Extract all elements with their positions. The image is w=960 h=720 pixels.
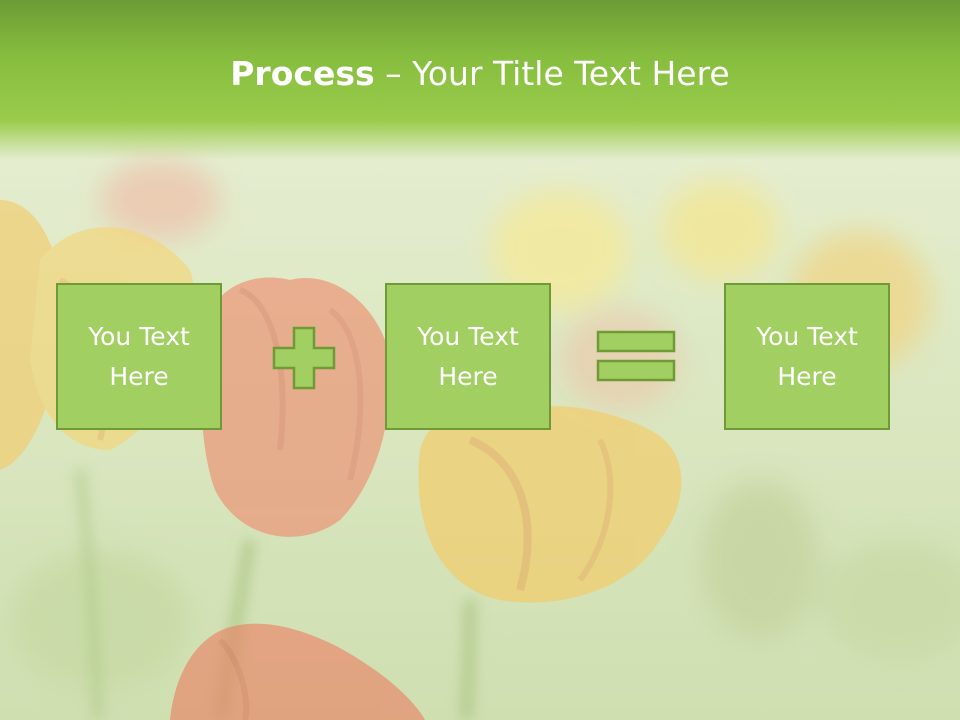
process-box-1[interactable]: You Text Here xyxy=(56,283,222,430)
box-text-line-1: You Text xyxy=(756,321,858,351)
box-text-line-2: Here xyxy=(777,361,837,391)
process-box-3[interactable]: You Text Here xyxy=(724,283,890,430)
box-text-line-1: You Text xyxy=(417,321,519,351)
title-bold-text: Process xyxy=(230,54,375,93)
title-bar xyxy=(0,0,960,160)
plus-icon xyxy=(272,326,336,390)
title-rest-text: – Your Title Text Here xyxy=(374,54,730,93)
box-text-line-2: Here xyxy=(438,361,498,391)
equals-icon xyxy=(596,330,676,382)
process-box-2[interactable]: You Text Here xyxy=(385,283,551,430)
slide-title: Process – Your Title Text Here xyxy=(0,52,960,96)
box-text-line-1: You Text xyxy=(88,321,190,351)
box-text-line-2: Here xyxy=(109,361,169,391)
